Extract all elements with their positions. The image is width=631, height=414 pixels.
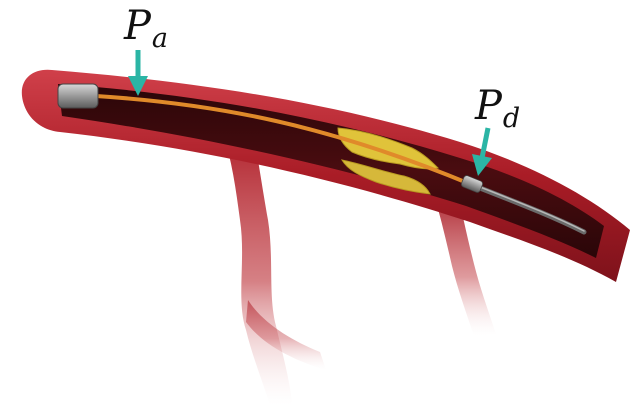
- label-pd-main: P: [475, 83, 502, 129]
- label-pd-sub: d: [503, 103, 520, 134]
- branch-vessel-left: [222, 130, 292, 405]
- label-pa-main: P: [124, 3, 151, 49]
- label-proximal-pressure: Pa: [124, 6, 168, 46]
- label-distal-pressure: Pd: [475, 86, 520, 126]
- catheter-tip: [58, 84, 98, 108]
- label-pa-sub: a: [152, 23, 168, 54]
